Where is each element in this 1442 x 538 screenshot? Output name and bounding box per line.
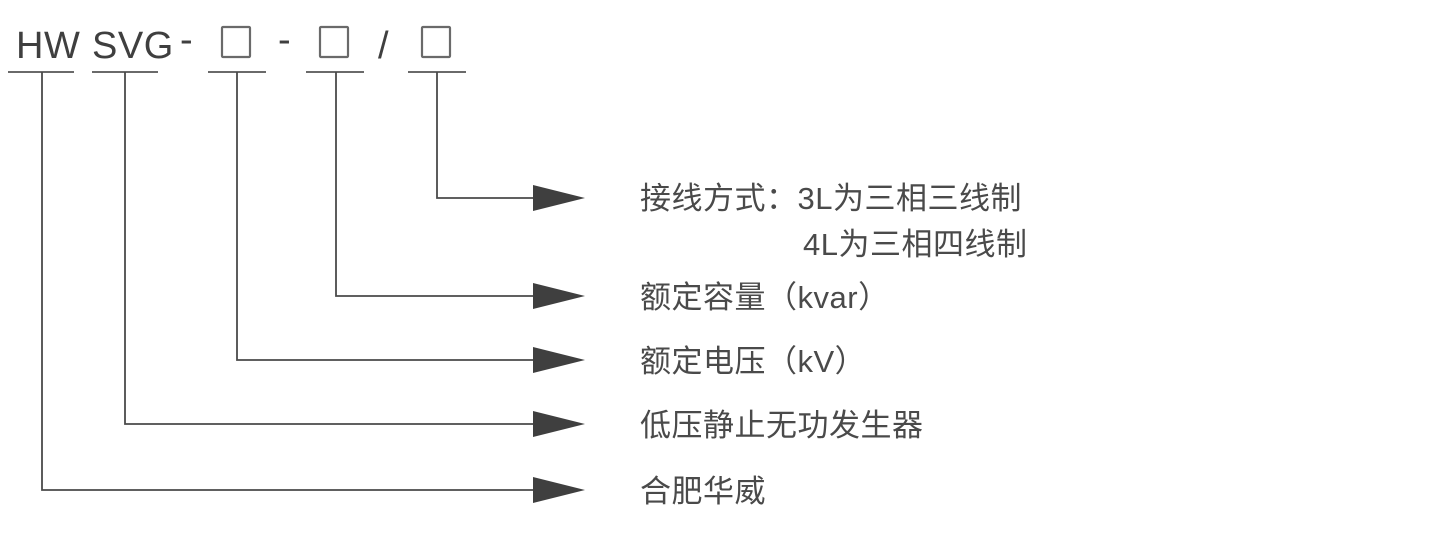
- arrow-head-rated-capacity: [533, 283, 585, 309]
- token-brand: HW: [16, 25, 80, 67]
- callout-manufacturer: 合肥华威: [640, 474, 766, 509]
- arrow-head-manufacturer: [533, 477, 585, 503]
- leader-line-group: [41, 72, 585, 503]
- leader-line-wiring-mode: [436, 72, 536, 199]
- slot-box-wiring-mode: [420, 25, 452, 59]
- token-separator-dash-1: -: [180, 19, 193, 61]
- callout-wiring-mode-line-2: 4L为三相四线制: [803, 227, 1027, 262]
- leader-line-manufacturer: [41, 72, 536, 491]
- arrow-head-product-name: [533, 411, 585, 437]
- leader-line-rated-capacity: [335, 72, 536, 297]
- slot-box-rated-voltage: [220, 25, 252, 59]
- arrow-head-rated-voltage: [533, 347, 585, 373]
- arrow-head-wiring-mode: [533, 185, 585, 211]
- slot-box-rated-capacity: [318, 25, 350, 59]
- leader-line-product-name: [124, 72, 536, 425]
- token-series: SVG: [92, 25, 174, 67]
- token-separator-slash: /: [378, 25, 389, 67]
- token-separator-dash-2: -: [278, 19, 291, 61]
- callout-product-name: 低压静止无功发生器: [640, 408, 924, 443]
- model-string-row: HW SVG - - /: [16, 19, 452, 67]
- callout-wiring-mode-line-1: 接线方式：3L为三相三线制: [640, 181, 1022, 216]
- callout-label-group: 接线方式：3L为三相三线制 4L为三相四线制 额定容量（kvar） 额定电压（k…: [640, 181, 1027, 509]
- leader-line-rated-voltage: [236, 72, 536, 361]
- callout-rated-capacity: 额定容量（kvar）: [640, 280, 890, 315]
- callout-rated-voltage: 额定电压（kV）: [640, 344, 866, 379]
